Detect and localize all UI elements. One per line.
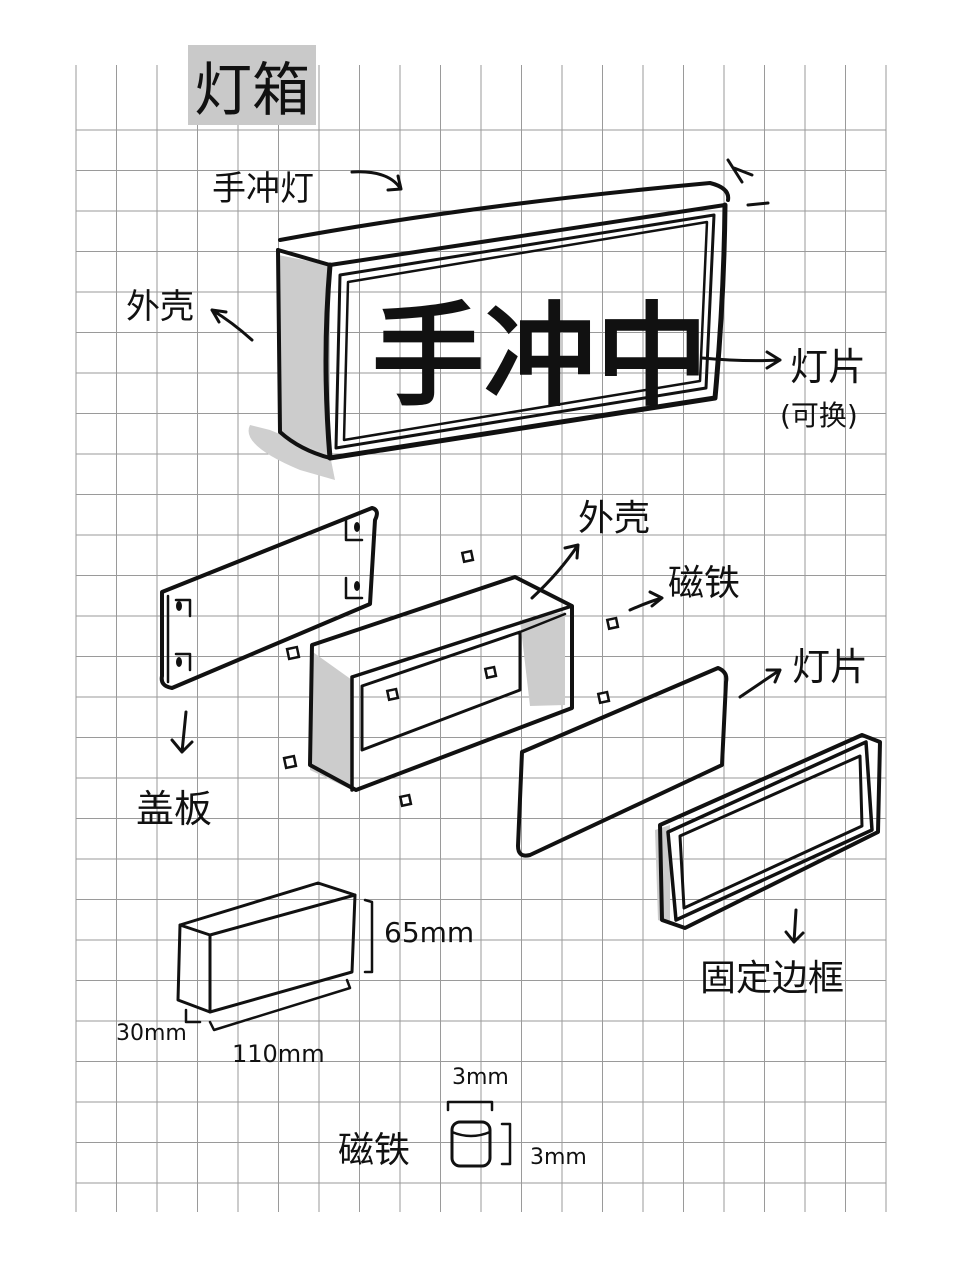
magnet-height: 3mm — [530, 1145, 587, 1170]
arrow-magnet — [628, 590, 664, 612]
dimension-box — [176, 881, 357, 1014]
film-label: 灯片 — [792, 645, 868, 689]
magnet-diameter-bracket — [446, 1100, 494, 1112]
cover-screw-holes — [174, 518, 364, 672]
film-label-top: 灯片 — [790, 345, 866, 389]
grid-paper — [75, 65, 887, 1212]
shell-inner-shade — [520, 612, 565, 706]
box-side-shade — [278, 255, 330, 455]
height-dimension: 65mm — [384, 916, 474, 949]
magnet-cylinder — [450, 1120, 492, 1168]
magnet-diameter: 3mm — [452, 1065, 509, 1090]
shell-shade — [310, 650, 352, 790]
shell-label: 外壳 — [578, 498, 650, 539]
depth-bracket — [184, 1008, 202, 1024]
arrow-cover — [170, 710, 194, 754]
sign-text: 手冲中 — [372, 292, 708, 422]
shell-label-top: 外壳 — [126, 287, 194, 327]
depth-dimension: 30mm — [116, 1021, 187, 1046]
arrow-film — [738, 668, 782, 699]
cover-label: 盖板 — [136, 787, 212, 831]
box-shadow — [248, 425, 335, 480]
magnets — [282, 549, 620, 808]
magnet-detail-label: 磁铁 — [338, 1130, 410, 1171]
exploded-view: 盖板 外壳 磁铁 灯片 固定边框 — [136, 498, 882, 999]
frame-label: 固定边框 — [700, 958, 844, 999]
assembled-lightbox: 手冲中 手冲灯 外壳 灯片 (可换) — [126, 158, 866, 480]
hand-label: 手冲灯 — [212, 169, 314, 209]
arrow-frame — [784, 908, 805, 944]
length-dimension: 110mm — [232, 1040, 325, 1068]
film-panel — [516, 666, 729, 858]
arrow-hand — [350, 170, 403, 192]
fixing-frame — [658, 733, 882, 930]
shell-frame — [308, 575, 574, 792]
magnet-label: 磁铁 — [668, 563, 740, 604]
magnet-height-bracket — [500, 1122, 512, 1166]
page-title: 灯箱 — [194, 56, 310, 124]
cover-plate — [159, 506, 379, 690]
arrow-film-top — [700, 350, 782, 370]
length-bracket — [208, 978, 352, 1032]
height-bracket — [363, 898, 374, 974]
arrow-shell-top — [210, 308, 254, 342]
title-highlight — [188, 45, 316, 125]
arrow-shell — [530, 543, 580, 600]
film-note-top: (可换) — [780, 399, 858, 432]
dimension-drawing: 65mm 30mm 110mm 3mm 3mm 磁铁 — [116, 881, 587, 1171]
